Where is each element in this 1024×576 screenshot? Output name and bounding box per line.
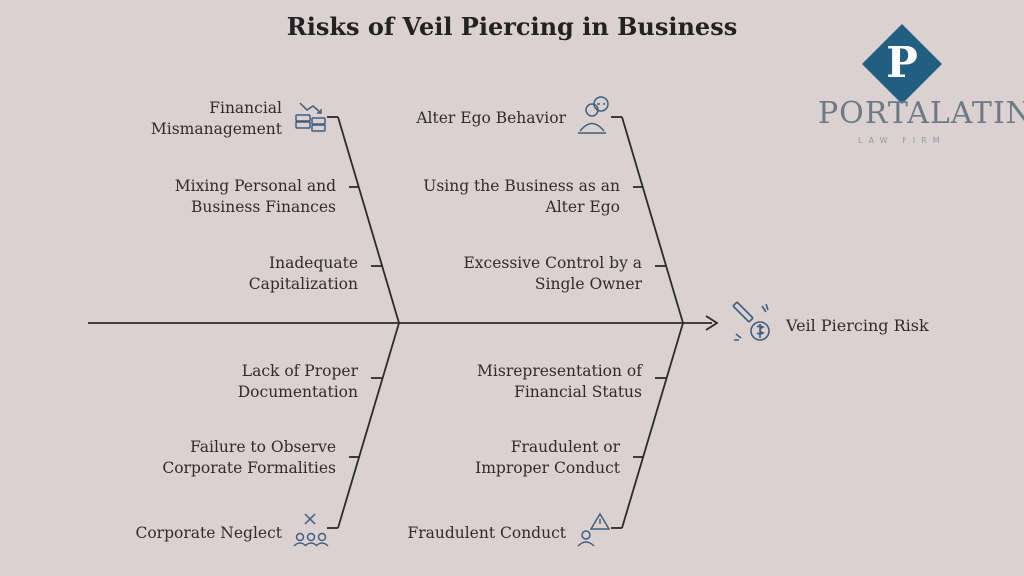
cause-misrepresentation: Misrepresentation of Financial Status (477, 362, 642, 401)
head-fraudulent-conduct: Fraudulent Conduct (407, 524, 566, 542)
cause-failure-formalities: Failure to Observe Corporate Formalities (162, 438, 336, 477)
logo-wordmark: PORTALATIN (818, 96, 1024, 131)
cause-fraudulent-improper: Fraudulent or Improper Conduct (475, 438, 620, 477)
spine-arrow (705, 315, 719, 331)
group-neglect-icon (293, 513, 329, 547)
head-corporate-neglect: Corporate Neglect (135, 524, 282, 542)
cause-business-alter-ego: Using the Business as an Alter Ego (423, 177, 620, 216)
bone-top-left (337, 116, 400, 324)
head-alter-ego-behavior: Alter Ego Behavior (416, 109, 566, 127)
cause-excessive-control: Excessive Control by a Single Owner (463, 254, 642, 293)
head-financial-mismanagement: Financial Mismanagement (150, 99, 282, 138)
bone-bottom-left (337, 322, 400, 529)
logo-letter: P (886, 38, 918, 87)
diagram-title: Risks of Veil Piercing in Business (286, 12, 738, 41)
logo-mark (862, 24, 942, 104)
cause-mixing-finances: Mixing Personal and Business Finances (174, 177, 336, 216)
money-dagger-icon (732, 301, 770, 341)
person-mask-icon (578, 96, 609, 134)
cause-inadequate-capitalization: Inadequate Capitalization (248, 254, 358, 293)
effect-veil-piercing-risk: Veil Piercing Risk (786, 316, 929, 335)
bone-top-right (621, 116, 684, 324)
logo-subtitle: LAW FIRM (858, 136, 946, 145)
warning-person-icon (577, 512, 611, 547)
cause-lack-documentation: Lack of Proper Documentation (237, 362, 358, 401)
money-stack-icon (295, 102, 326, 132)
bone-bottom-right (621, 322, 684, 529)
